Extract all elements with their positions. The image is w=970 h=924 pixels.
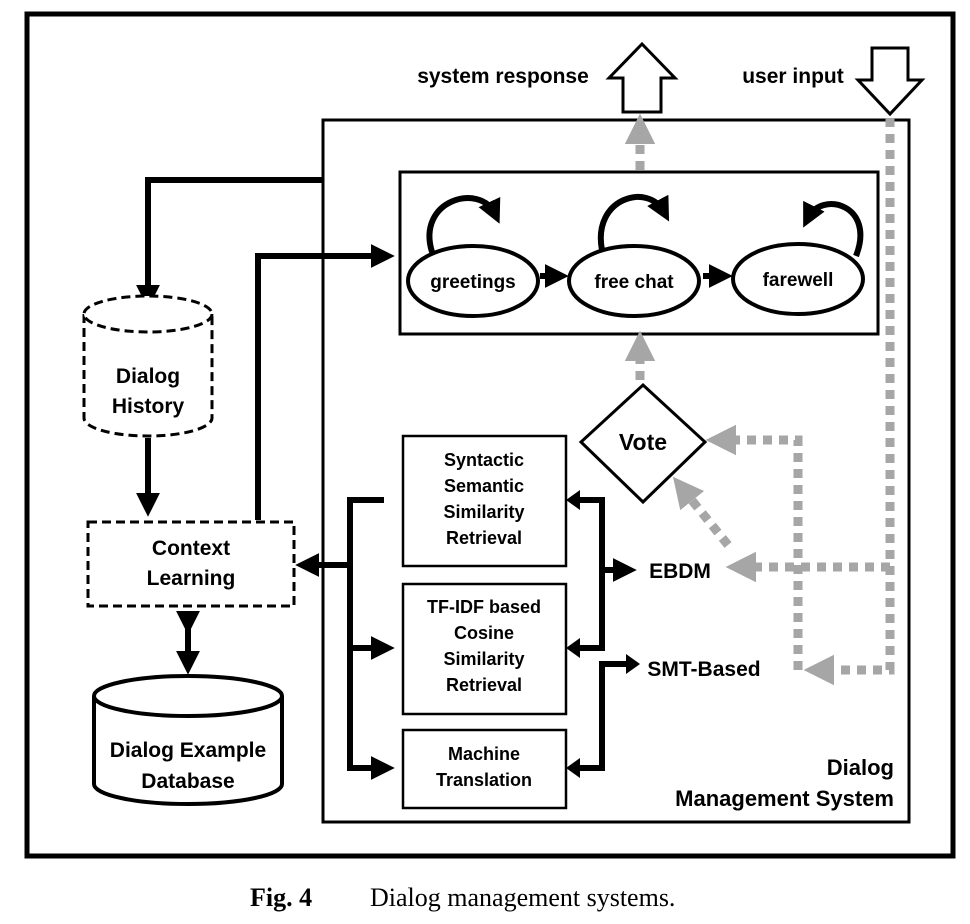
dms-box xyxy=(321,118,911,824)
database-label-1: Dialog Example xyxy=(110,739,266,762)
arrowhead-smt xyxy=(626,654,640,674)
state-greetings xyxy=(406,244,540,318)
machine-translation-box xyxy=(401,728,568,810)
tfidf-label-4: Retrieval xyxy=(446,675,522,695)
state-greetings-label: greetings xyxy=(430,272,516,293)
syntactic-label-3: Similarity xyxy=(443,502,524,522)
state-farewell xyxy=(731,242,865,316)
user-input-label: user input xyxy=(742,65,844,88)
state-free-chat-label: free chat xyxy=(594,272,674,293)
system-response-label: system response xyxy=(417,65,589,88)
smt-based-label: SMT-Based xyxy=(647,658,760,681)
tfidf-cosine-box xyxy=(401,582,568,716)
dms-label-1: Dialog xyxy=(827,755,894,780)
figure-caption-label: Fig. 4 xyxy=(250,883,312,912)
bus-retrieval-left xyxy=(347,497,395,780)
arrow-dms-to-history xyxy=(136,177,323,309)
self-loop-greetings xyxy=(426,195,501,253)
state-free-chat xyxy=(567,244,701,318)
outer-frame xyxy=(24,11,956,859)
context-learning-label-2: Learning xyxy=(147,567,236,590)
dialog-history-label-2: History xyxy=(112,395,185,418)
database-label-2: Database xyxy=(141,770,234,793)
arrowhead-mt xyxy=(566,758,580,778)
arrowhead-syntactic xyxy=(566,490,580,510)
state-farewell-label: farewell xyxy=(763,270,834,291)
arrow-context-to-states xyxy=(255,244,395,520)
mt-label-1: Machine xyxy=(448,744,520,764)
arrowhead-tfidf xyxy=(566,638,580,658)
dialog-example-database xyxy=(92,674,284,806)
dialog-history-label-1: Dialog xyxy=(116,365,180,388)
syntactic-label-2: Semantic xyxy=(444,476,524,496)
syntactic-label-1: Syntactic xyxy=(444,450,524,470)
self-loop-farewell xyxy=(803,200,864,258)
vote-label: Vote xyxy=(619,429,667,455)
syntactic-label-4: Retrieval xyxy=(446,528,522,548)
user-input-arrow xyxy=(854,46,926,117)
dialog-history-store xyxy=(82,294,214,438)
bracket-ebdm xyxy=(576,497,605,651)
context-learning-box xyxy=(86,520,296,608)
mt-label-2: Translation xyxy=(436,770,532,790)
context-learning-label-1: Context xyxy=(152,537,230,560)
flow-user-input-trunk xyxy=(803,118,895,686)
tfidf-label-3: Similarity xyxy=(443,649,524,669)
system-response-arrow xyxy=(605,41,679,114)
ebdm-label: EBDM xyxy=(649,560,711,583)
flow-ebdm-to-vote xyxy=(672,476,732,548)
dms-label-2: Management System xyxy=(675,786,894,811)
tfidf-label-1: TF-IDF based xyxy=(427,597,541,617)
figure-caption-text: Dialog management systems. xyxy=(370,883,675,912)
flow-to-vote xyxy=(705,424,803,670)
vote-diamond xyxy=(578,382,708,505)
bracket-smt xyxy=(576,661,626,771)
tfidf-label-2: Cosine xyxy=(454,623,514,643)
self-loop-free-chat xyxy=(597,194,670,251)
syntactic-semantic-box xyxy=(401,434,568,568)
